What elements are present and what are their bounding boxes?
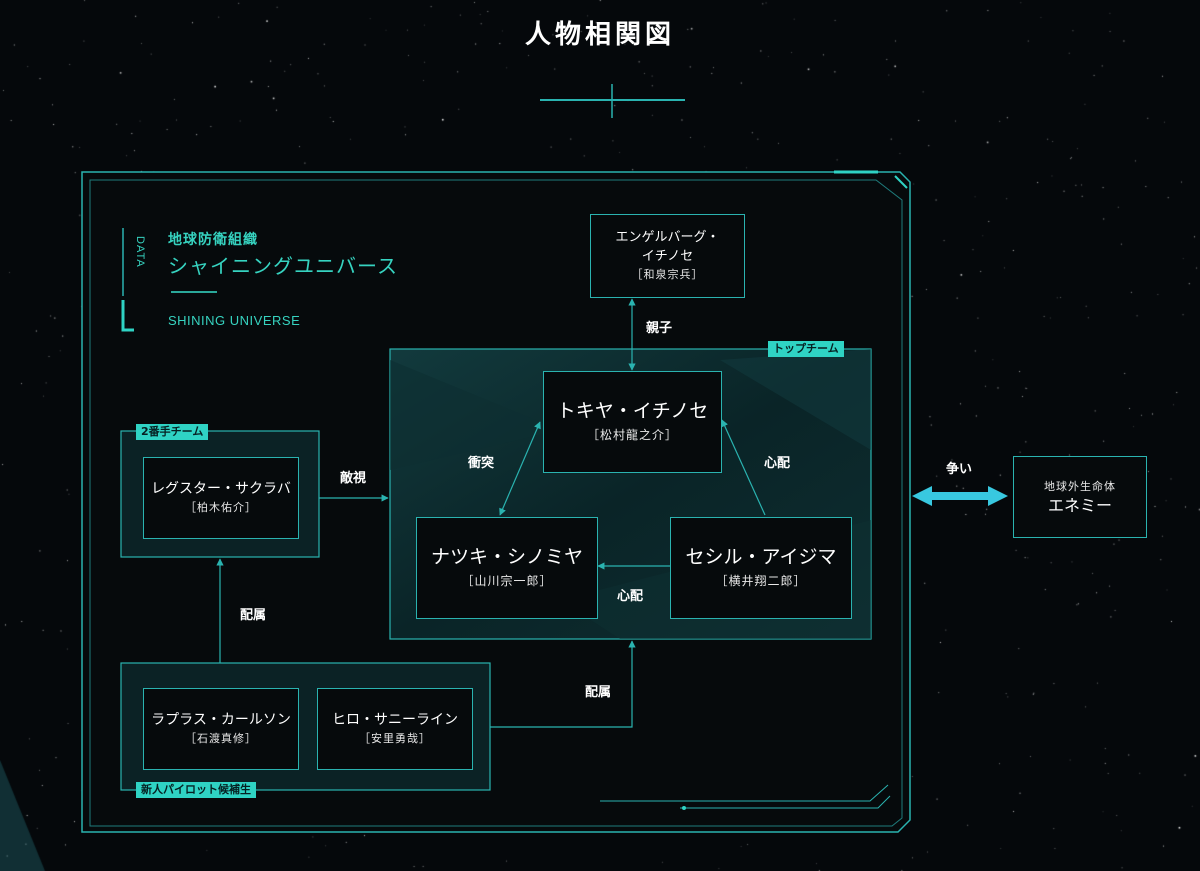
character-name: レグスター・サクラバ [151, 481, 291, 497]
character-card-cecil: セシル・アイジマ ［横井翔二郎］ [670, 517, 852, 619]
relation-clash: 衝突 [468, 456, 495, 471]
character-name: トキヤ・イチノセ [556, 400, 709, 422]
relation-assigned-top: 配属 [585, 685, 612, 700]
character-card-natsuki: ナツキ・シノミヤ ［山川宗一郎］ [416, 517, 598, 619]
relation-hostile: 敵視 [340, 471, 367, 486]
character-name: イチノセ [641, 249, 694, 264]
character-name: ラプラス・カールソン [151, 712, 291, 728]
top-team-tag: トップチーム [768, 341, 844, 357]
character-name: セシル・アイジマ [685, 546, 837, 568]
relation-worry-tokiya: 心配 [764, 456, 791, 471]
character-card-tokiya: トキヤ・イチノセ ［松村龍之介］ [543, 371, 722, 473]
relation-worry-natsuki: 心配 [617, 589, 644, 604]
actor-name: ［柏木佑介］ [185, 501, 257, 514]
actor-name: ［横井翔二郎］ [715, 574, 807, 588]
relation-assigned-second: 配属 [240, 608, 267, 623]
character-name: ヒロ・サニーライン [332, 712, 458, 728]
actor-name: ［山川宗一郎］ [461, 574, 553, 588]
rookies-tag: 新人パイロット候補生 [136, 782, 256, 798]
data-label: DATA [134, 236, 146, 268]
enemy-label: 地球外生命体 [1044, 480, 1116, 493]
character-name: エンゲルバーグ・ [615, 230, 720, 245]
actor-name: ［安里勇哉］ [359, 732, 431, 745]
title-divider [540, 84, 685, 118]
character-card-engelberg: エンゲルバーグ・ イチノセ ［和泉宗兵］ [590, 214, 745, 298]
actor-name: ［松村龍之介］ [586, 428, 678, 442]
relation-parent-child: 親子 [646, 321, 673, 336]
actor-name: ［和泉宗兵］ [631, 268, 704, 281]
organization-divider [171, 291, 217, 293]
character-name: ナツキ・シノミヤ [430, 546, 583, 568]
character-card-hiro: ヒロ・サニーライン ［安里勇哉］ [317, 688, 473, 770]
data-tag-icon [121, 228, 134, 332]
second-team-tag: 2番手チーム [136, 424, 209, 440]
character-card-laplace: ラプラス・カールソン ［石渡真修］ [143, 688, 299, 770]
page-title: 人物相関図 [524, 20, 675, 50]
actor-name: ［石渡真修］ [185, 732, 257, 745]
organization-label: 地球防衛組織 [168, 232, 258, 248]
enemy-name: エネミー [1047, 496, 1112, 515]
organization-name-en: SHINING UNIVERSE [168, 313, 301, 328]
character-card-regstar: レグスター・サクラバ ［柏木佑介］ [143, 457, 299, 539]
relation-fight: 争い [946, 462, 973, 477]
enemy-card: 地球外生命体 エネミー [1013, 456, 1147, 538]
organization-name: シャイニングユニバース [168, 254, 398, 278]
